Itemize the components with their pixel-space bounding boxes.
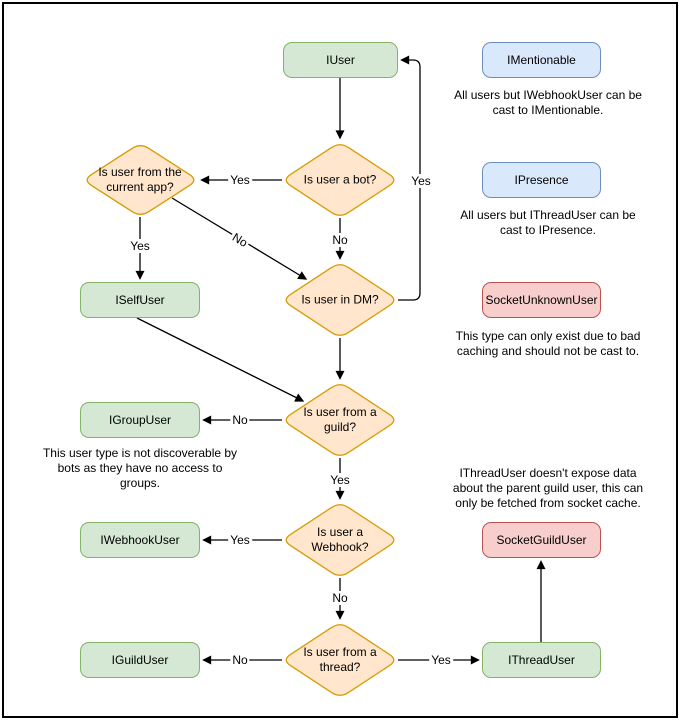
edge-label-dm-yes: Yes bbox=[409, 174, 433, 188]
decision-is-bot-label: Is user a bot? bbox=[303, 172, 377, 187]
edge-label-thread-no: No bbox=[230, 653, 250, 667]
note-line: This user type is not discoverable by bbox=[42, 446, 238, 460]
note-unknown-caching: This type can only exist due to bad cach… bbox=[428, 329, 668, 359]
node-socket-unknown-user[interactable]: SocketUnknownUser bbox=[482, 282, 601, 318]
decision-from-guild-shape[interactable] bbox=[285, 384, 395, 456]
decision-is-webhook-shape[interactable] bbox=[285, 504, 395, 576]
note-threaduser: IThreadUser doesn't expose data about th… bbox=[428, 466, 668, 511]
note-presence: All users but IThreadUser can be cast to… bbox=[428, 208, 668, 238]
node-iselfuser[interactable]: ISelfUser bbox=[80, 282, 200, 318]
note-line: groups. bbox=[119, 476, 161, 490]
node-label: IGroupUser bbox=[108, 413, 172, 427]
decision-is-bot-shape[interactable] bbox=[285, 144, 395, 216]
note-line: IThreadUser doesn't expose data bbox=[459, 466, 637, 480]
node-ithreaduser[interactable]: IThreadUser bbox=[482, 642, 601, 678]
node-label: SocketUnknownUser bbox=[485, 293, 598, 307]
edge-label-bot-yes: Yes bbox=[228, 173, 252, 187]
node-iguilduser[interactable]: IGuildUser bbox=[80, 642, 200, 678]
edge-label-guild-no: No bbox=[230, 413, 250, 427]
note-line: only be fetched from socket cache. bbox=[455, 496, 641, 510]
decision-is-webhook-label: Is user a Webhook? bbox=[311, 525, 369, 554]
node-iwebhookuser[interactable]: IWebhookUser bbox=[80, 522, 200, 558]
decision-from-thread-label: Is user from a thread? bbox=[303, 645, 377, 674]
node-label: IPresence bbox=[514, 173, 569, 187]
decision-in-dm-label: Is user in DM? bbox=[301, 292, 379, 307]
node-imentionable[interactable]: IMentionable bbox=[482, 42, 601, 78]
edge-iselfuser-to-fromguild bbox=[136, 317, 305, 402]
node-igroupuser[interactable]: IGroupUser bbox=[80, 402, 200, 438]
edge-label-guild-yes: Yes bbox=[328, 473, 352, 487]
decision-from-thread-shape[interactable] bbox=[285, 624, 395, 696]
node-socket-guild-user[interactable]: SocketGuildUser bbox=[482, 522, 601, 558]
node-label: SocketGuildUser bbox=[496, 533, 587, 547]
node-label: IWebhookUser bbox=[100, 533, 180, 547]
note-line: bots as they have no access to bbox=[57, 461, 223, 475]
edge-label-app-yes: Yes bbox=[128, 239, 152, 253]
node-ipresence[interactable]: IPresence bbox=[482, 162, 601, 198]
edge-label-bot-no: No bbox=[330, 233, 350, 247]
note-line: about the parent guild user, this can bbox=[452, 481, 644, 495]
decision-current-app-label: Is user from the current app? bbox=[98, 165, 182, 194]
note-groupuser: This user type is not discoverable by bo… bbox=[30, 446, 250, 491]
decision-from-guild-label: Is user from a guild? bbox=[303, 405, 377, 434]
note-line: This type can only exist due to bad bbox=[455, 329, 641, 343]
node-label: IGuildUser bbox=[111, 653, 169, 667]
note-line: cast to IMentionable. bbox=[492, 103, 604, 117]
edge-label-webhook-yes: Yes bbox=[228, 533, 252, 547]
decision-current-app-shape[interactable] bbox=[86, 145, 195, 215]
note-line: caching and should not be cast to. bbox=[456, 344, 640, 358]
node-label: IMentionable bbox=[507, 53, 576, 67]
note-line: cast to IPresence. bbox=[499, 223, 597, 237]
node-label: IThreadUser bbox=[508, 653, 575, 667]
edge-label-webhook-no: No bbox=[330, 591, 350, 605]
note-mentionable: All users but IWebhookUser can be cast t… bbox=[428, 88, 668, 118]
node-label: ISelfUser bbox=[115, 293, 165, 307]
note-line: All users but IWebhookUser can be bbox=[454, 88, 642, 102]
node-iuser[interactable]: IUser bbox=[283, 42, 398, 78]
decision-in-dm-shape[interactable] bbox=[285, 264, 395, 336]
note-line: All users but IThreadUser can be bbox=[460, 208, 636, 222]
edge-label-thread-yes: Yes bbox=[429, 653, 453, 667]
node-label: IUser bbox=[326, 53, 355, 67]
